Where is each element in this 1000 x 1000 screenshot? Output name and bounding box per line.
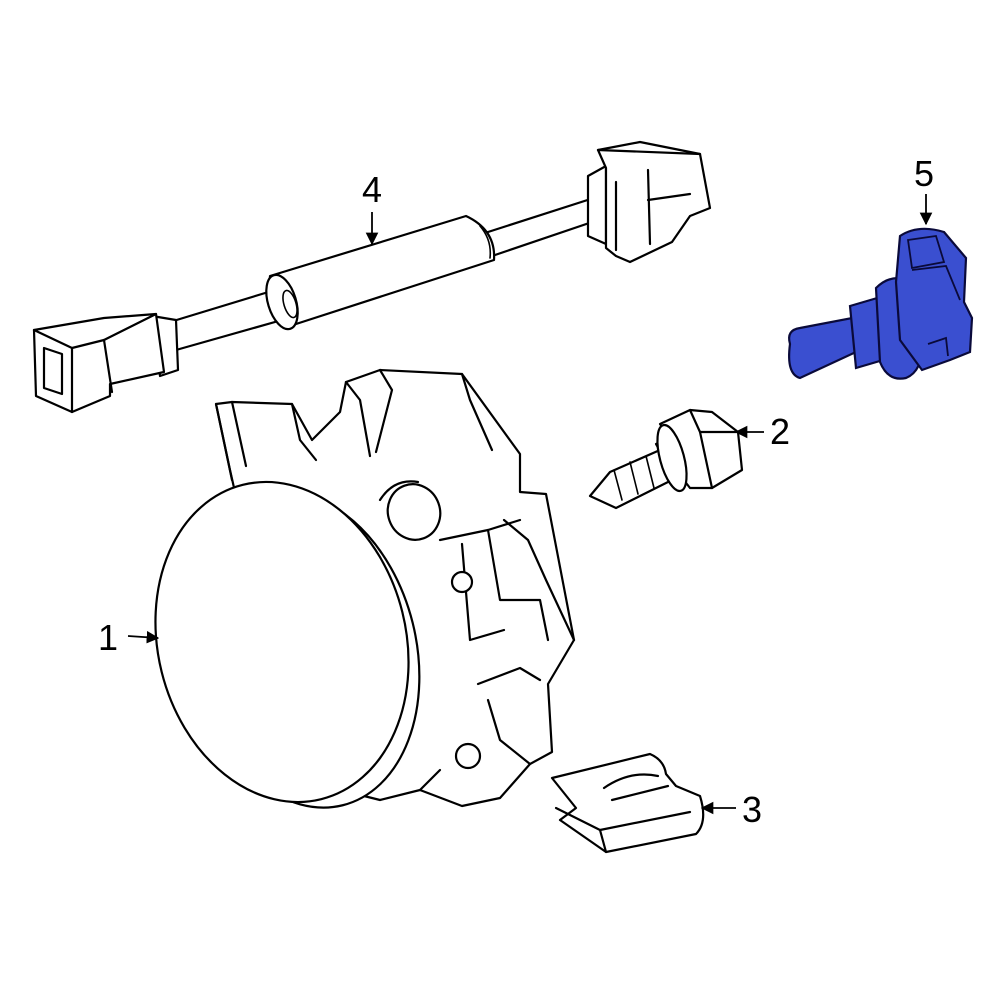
callout-part-1: 1 [98,617,119,658]
wiring-harness [32,140,712,414]
bulb [788,227,974,380]
callout-part-3: 3 [742,789,763,830]
fog-lamp-assembly [154,368,576,809]
bolt [588,408,744,510]
clip-nut [550,752,705,854]
leader-part-1 [127,630,160,644]
callout-part-2: 2 [770,411,791,452]
callout-part-5: 5 [914,153,935,194]
leader-lines [127,194,933,815]
callout-part-4: 4 [362,169,383,210]
